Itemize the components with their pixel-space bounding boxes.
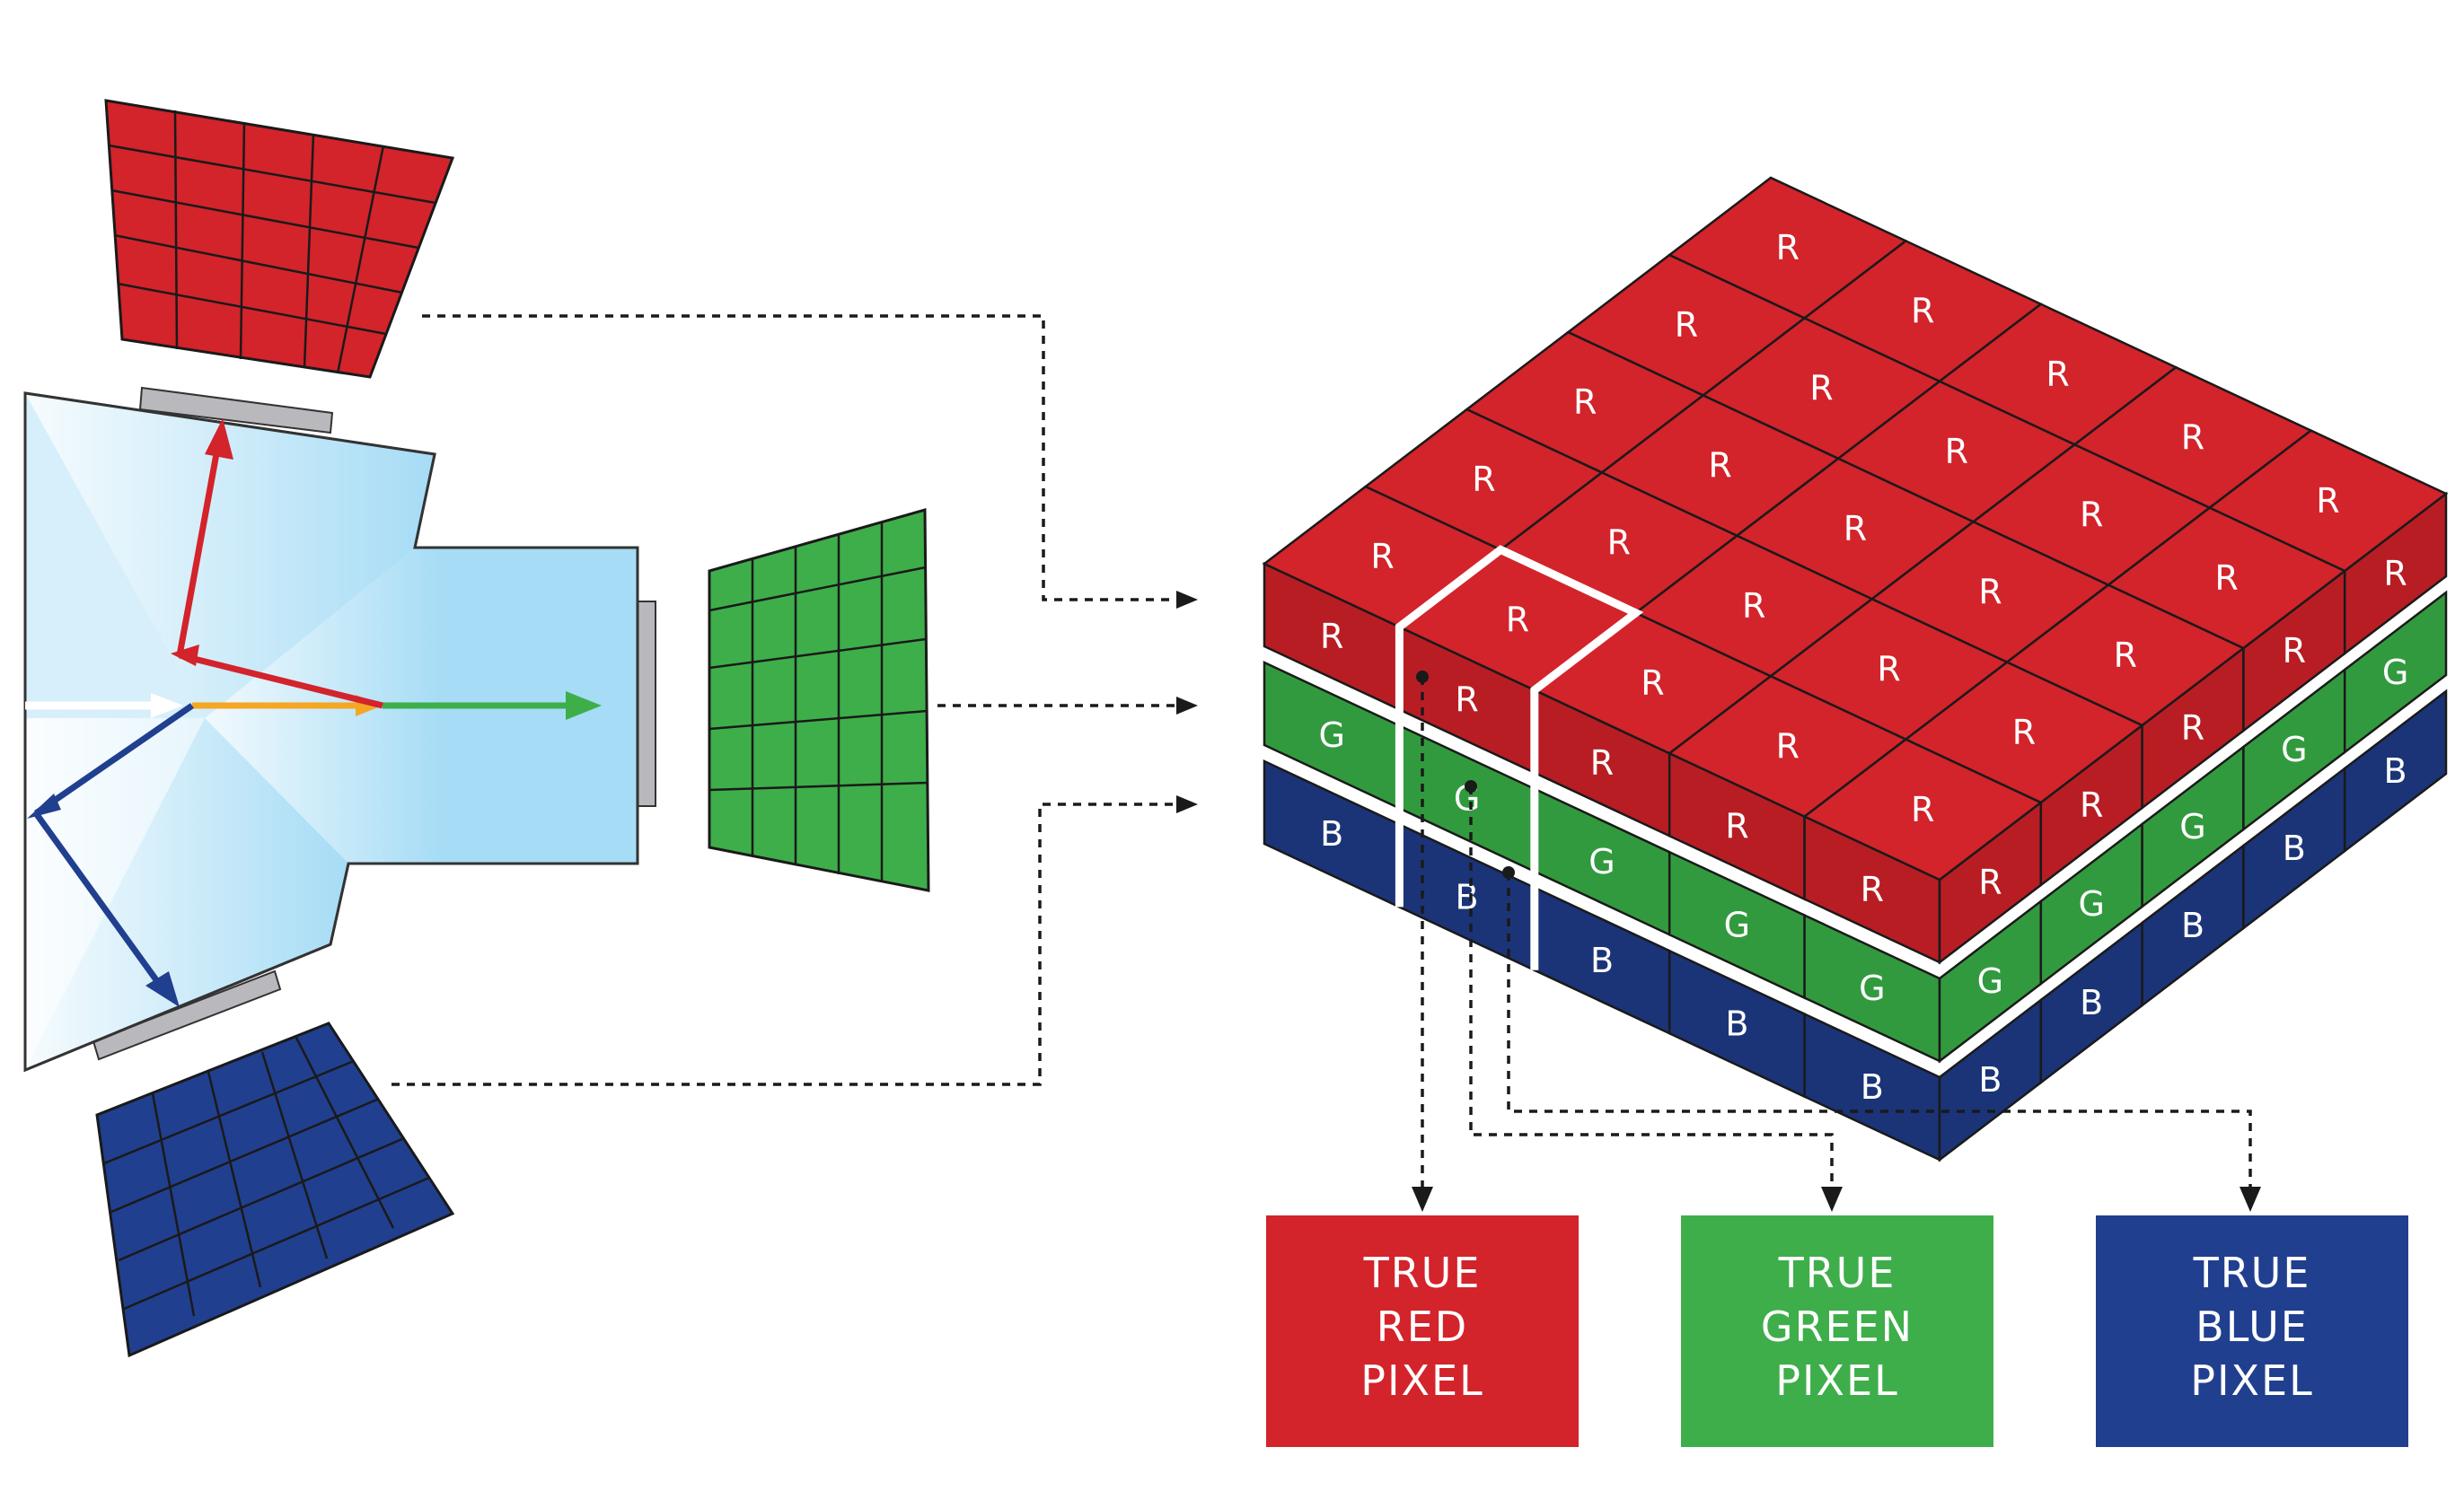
true-green-line2: GREEN — [1761, 1303, 1914, 1351]
green-front-label: G — [1318, 715, 1344, 755]
red-top-label: R — [1877, 649, 1900, 689]
red-top-cell — [2207, 429, 2449, 573]
pixel-column-highlight — [1395, 545, 1644, 970]
red-top-label: R — [1472, 460, 1495, 499]
true-blue-line1: TRUE — [2193, 1249, 2311, 1297]
red-top-label: R — [1506, 601, 1529, 640]
red-front-label: R — [1320, 617, 1343, 656]
true-green-pixel-box: TRUE GREEN PIXEL — [1681, 1215, 1993, 1447]
red-top-label: R — [2046, 355, 2069, 394]
red-front-label: R — [1590, 743, 1614, 783]
blue-front-label: B — [1861, 1067, 1884, 1107]
red-top-label: R — [1844, 509, 1867, 548]
red-top-label: R — [2114, 636, 2137, 675]
prism-icon — [23, 386, 656, 1073]
red-top-label: R — [1742, 586, 1765, 626]
true-red-line1: TRUE — [1363, 1249, 1482, 1297]
red-side-label: R — [2080, 785, 2103, 825]
blue-side-label: B — [2283, 829, 2306, 868]
red-top-label: R — [1641, 663, 1664, 703]
blue-front-label: B — [1590, 941, 1614, 980]
red-top-label: R — [1370, 537, 1394, 576]
blue-filter-strip — [92, 969, 282, 1061]
green-front-label: G — [1859, 969, 1885, 1008]
red-front-label: R — [1455, 680, 1478, 720]
red-sensor-icon — [104, 99, 455, 379]
green-side-label: G — [2179, 807, 2205, 846]
red-top-label: R — [2214, 558, 2238, 598]
green-side-label: G — [2281, 730, 2307, 769]
green-side-label: G — [1977, 961, 2003, 1001]
blue-front-label: B — [1725, 1004, 1748, 1043]
blue-side-label: B — [1978, 1060, 2002, 1100]
true-blue-line3: PIXEL — [2190, 1356, 2314, 1405]
red-top-label: R — [2080, 495, 2103, 534]
blue-sensor-icon — [95, 1022, 455, 1358]
blue-side-cell — [2343, 689, 2448, 854]
red-top-label: R — [1675, 305, 1698, 345]
red-side-label: R — [2383, 554, 2407, 593]
red-top-label: R — [1776, 726, 1800, 766]
red-top-label: R — [1708, 446, 1731, 486]
red-front-label: R — [1861, 870, 1884, 909]
green-sensor-icon — [708, 508, 930, 892]
true-blue-pixel-box: TRUE BLUE PIXEL — [2096, 1215, 2408, 1447]
red-filter-strip — [138, 386, 334, 434]
red-top-label: R — [1911, 790, 1934, 829]
red-top-label: R — [1911, 292, 1934, 331]
true-green-line3: PIXEL — [1775, 1356, 1899, 1405]
red-top-label: R — [1809, 369, 1833, 408]
true-red-line3: PIXEL — [1360, 1356, 1484, 1405]
red-top-label: R — [1978, 572, 2002, 611]
red-top-label: R — [1607, 523, 1631, 563]
green-filter-strip — [637, 601, 656, 807]
red-top-label: R — [2181, 417, 2204, 457]
red-top-label: R — [2316, 481, 2339, 521]
red-top-label: R — [1573, 382, 1597, 422]
blue-side-label: B — [2384, 751, 2407, 791]
red-side-label: R — [2181, 708, 2204, 748]
green-front-label: G — [1724, 905, 1750, 944]
blue-front-label: B — [1320, 814, 1343, 854]
green-side-label: G — [2078, 884, 2104, 924]
red-top-label: R — [1945, 432, 1968, 471]
green-front-label: G — [1588, 842, 1615, 882]
red-front-label: R — [1725, 806, 1748, 846]
green-side-cell — [2343, 590, 2448, 755]
green-side-label: G — [2382, 653, 2408, 692]
blue-front-label: B — [1456, 878, 1479, 917]
blue-side-label: B — [2181, 906, 2204, 945]
blue-side-label: B — [2080, 983, 2103, 1022]
red-top-label: R — [2012, 713, 2036, 752]
red-top-label: R — [1776, 228, 1800, 268]
red-side-label: R — [1978, 863, 2002, 902]
true-red-line2: RED — [1377, 1303, 1468, 1351]
red-side-label: R — [2283, 631, 2306, 671]
true-blue-line2: BLUE — [2196, 1303, 2309, 1351]
true-green-line1: TRUE — [1778, 1249, 1896, 1297]
true-red-pixel-box: TRUE RED PIXEL — [1266, 1215, 1579, 1447]
